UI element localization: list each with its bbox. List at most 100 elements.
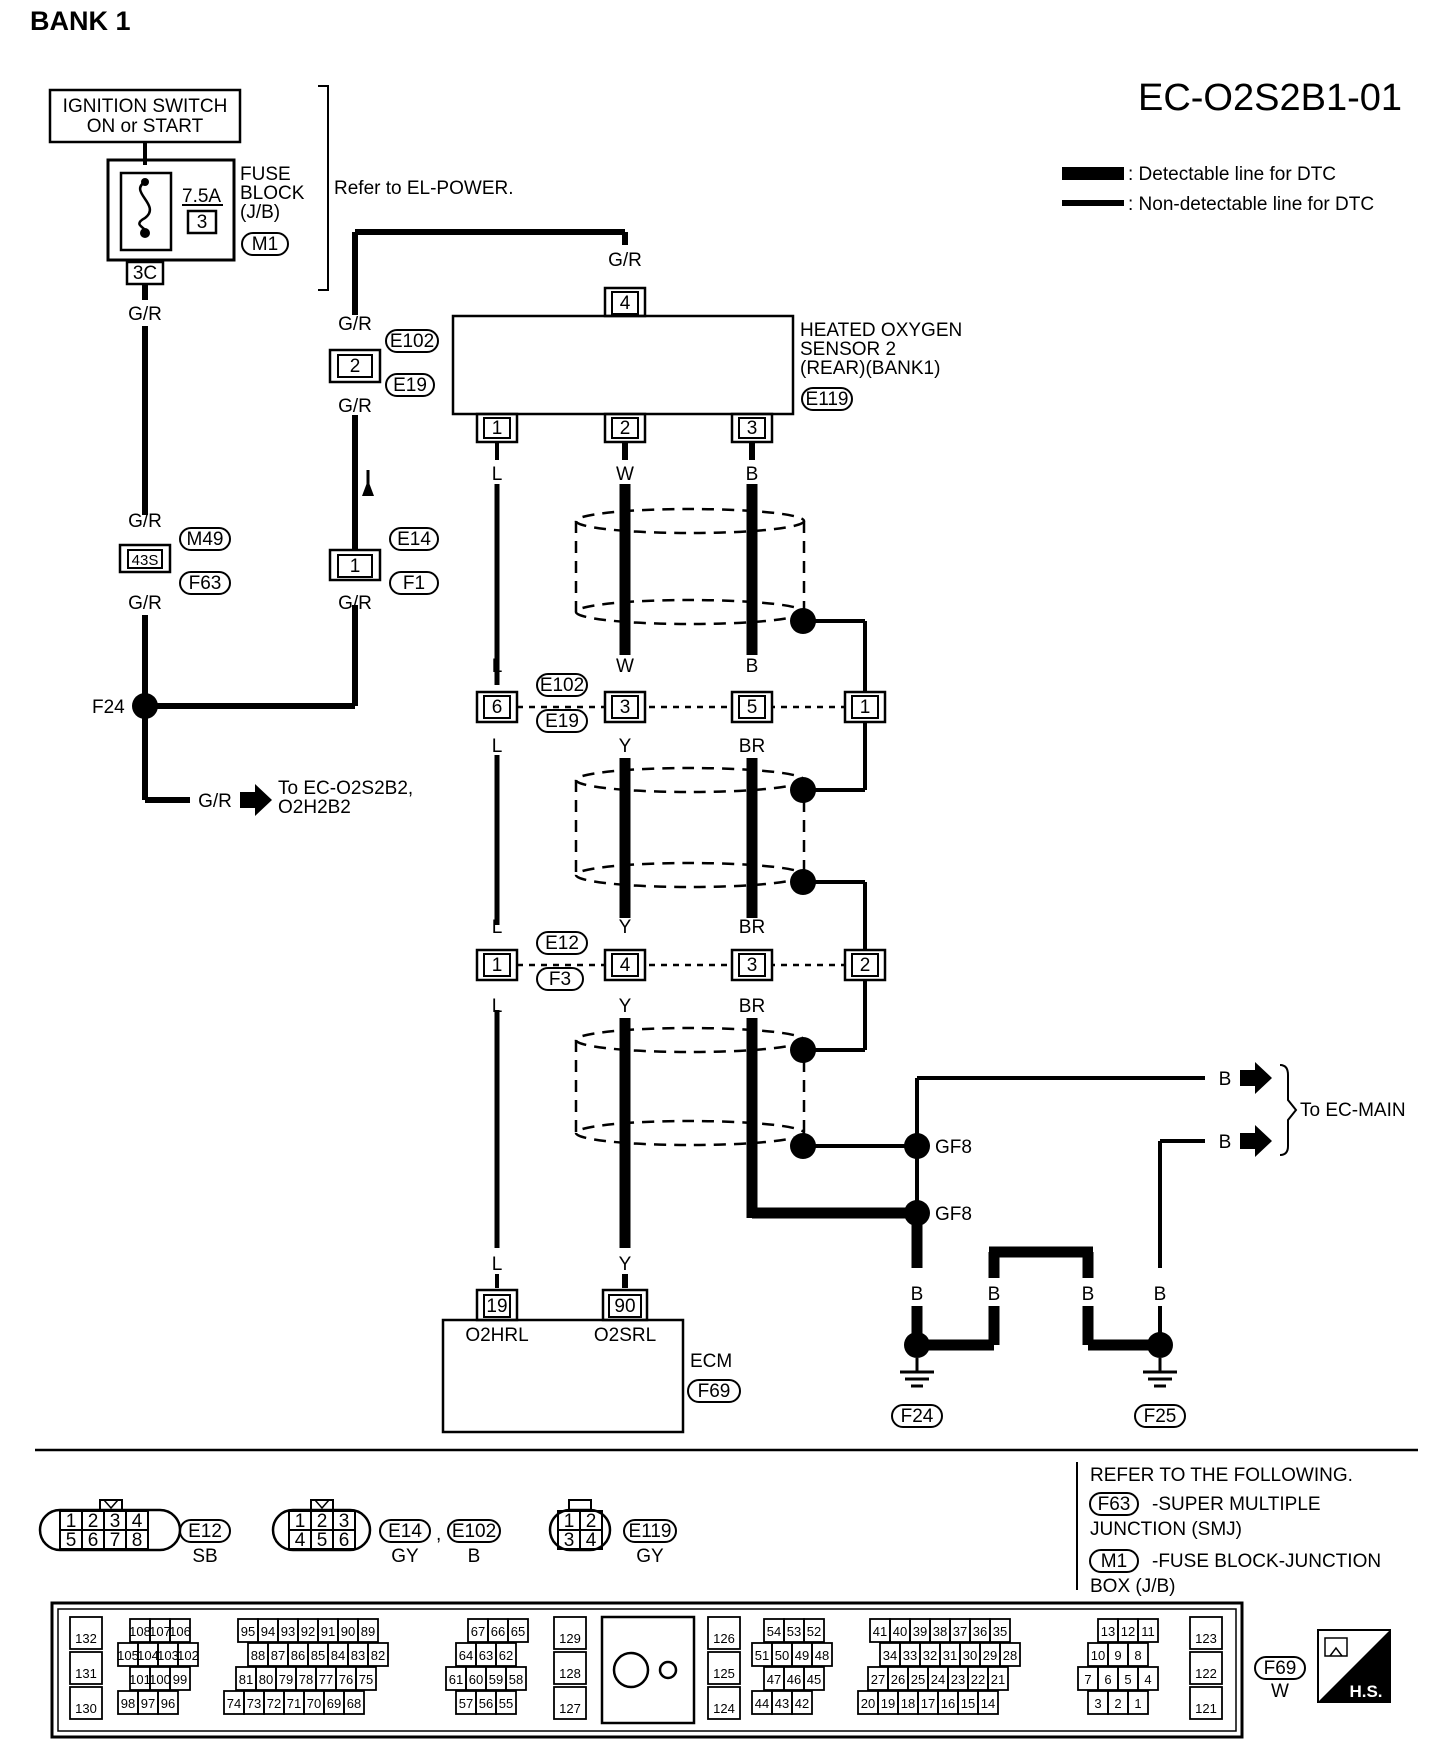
ecm-pin-number: 85: [311, 1648, 325, 1663]
ecm-pin-number: 30: [963, 1648, 977, 1663]
ecm-pin-number: 93: [281, 1624, 295, 1639]
wire-label: BR: [739, 917, 765, 938]
connector-color: GY: [391, 1546, 419, 1567]
sensor-name-1: HEATED OXYGEN: [800, 320, 962, 341]
connector-color: GY: [636, 1546, 664, 1567]
ecm-pin-number: 64: [459, 1648, 473, 1663]
ecm-pin-number: 7: [1084, 1672, 1091, 1687]
ecm-pin-cell: [157, 1690, 179, 1715]
ecm-pin-cell: [553, 1686, 587, 1720]
pin: 6: [88, 1530, 99, 1551]
ecm-connector: F69: [698, 1381, 731, 1402]
connector-e102-b: E102: [540, 675, 584, 696]
wire-label: B: [746, 656, 759, 677]
ecm-pin-cell: [355, 1666, 377, 1691]
pin: 5: [66, 1530, 77, 1551]
ecm-face-color: W: [1271, 1681, 1289, 1702]
ecm-pin-number: 40: [893, 1624, 907, 1639]
ecm-pin-cell: [357, 1618, 379, 1643]
ecm-pin-number: 21: [991, 1672, 1005, 1687]
ecm-pin-number: 79: [279, 1672, 293, 1687]
ecm-pin-number: 86: [291, 1648, 305, 1663]
ecm-pin-number: 67: [471, 1624, 485, 1639]
wire-label: B: [1219, 1132, 1232, 1153]
sensor-pin: 3: [747, 418, 758, 439]
ecm-label: ECM: [690, 1351, 732, 1372]
ecm-pin-cell: [1189, 1651, 1223, 1685]
ecm-pin-cell: [1137, 1666, 1159, 1691]
ecm-pin-number: 78: [299, 1672, 313, 1687]
refer-m1-code: M1: [1101, 1551, 1127, 1572]
ecm-pin-number: 123: [1195, 1631, 1217, 1646]
ecm-pin-number: 91: [321, 1624, 335, 1639]
sensor-pin: 2: [620, 418, 631, 439]
ecm-signal-o2srl: O2SRL: [594, 1325, 656, 1346]
ecm-pin-number: 75: [359, 1672, 373, 1687]
ecm-pin-cell: [343, 1690, 365, 1715]
fuse-number: 3: [197, 212, 208, 233]
wire-label: Y: [619, 917, 632, 938]
connector-pin: 5: [747, 697, 758, 718]
ecm-pin-number: 45: [807, 1672, 821, 1687]
ecm-pin-number: 95: [241, 1624, 255, 1639]
shield-2: [574, 766, 806, 889]
ecm-pin-cell: [1127, 1642, 1149, 1667]
wire-label: B: [1154, 1284, 1167, 1305]
ecm-pin-cell: [1189, 1616, 1223, 1650]
ecm-pin-number: 70: [307, 1696, 321, 1711]
ecm-pin-number: 39: [913, 1624, 927, 1639]
shield-1: [574, 507, 806, 626]
ecm-pin-number: 26: [891, 1672, 905, 1687]
ecm-pin-number: 11: [1141, 1624, 1155, 1639]
pin: 4: [132, 1511, 143, 1532]
pin: 2: [586, 1511, 597, 1532]
ecm-pin-number: 105: [117, 1648, 139, 1663]
fuse-block-connector: M1: [252, 234, 278, 255]
wire-label: L: [492, 736, 503, 757]
ecm-pin-number: 97: [141, 1696, 155, 1711]
ecm-pin-number: 13: [1101, 1624, 1115, 1639]
ecm-pin-number: 77: [319, 1672, 333, 1687]
ecm-pin-cell: [505, 1666, 527, 1691]
connector-pin: 6: [492, 697, 503, 718]
ecm-pin-number: 108: [129, 1624, 151, 1639]
ground-icon: [900, 1358, 934, 1388]
ecm-pin-number: 76: [339, 1672, 353, 1687]
ecm-pin-number: 17: [921, 1696, 935, 1711]
connector-e14-pin: 1: [350, 556, 361, 577]
ecm-pin-number: 94: [261, 1624, 275, 1639]
ecm-pin-number: 131: [75, 1666, 97, 1681]
arrow-icon: [1240, 1062, 1272, 1094]
ignition-label-1: IGNITION SWITCH: [63, 96, 228, 117]
ecm-pin-number: 89: [361, 1624, 375, 1639]
connector-f63: F63: [189, 573, 222, 594]
pin: 3: [110, 1511, 121, 1532]
ecm-pin-cell: [707, 1616, 741, 1650]
to-ec-o2s2b2-1: To EC-O2S2B2,: [278, 778, 413, 799]
ecm-signal-o2hrl: O2HRL: [465, 1325, 528, 1346]
connector-f1: F1: [403, 573, 425, 594]
wire-label: G/R: [198, 791, 232, 812]
ecm-pin-number: 84: [331, 1648, 345, 1663]
ground-f24: F24: [901, 1406, 934, 1427]
fuse-amperage: 7.5A: [182, 186, 221, 207]
connector-e12: E12: [545, 933, 579, 954]
ecm-pin-number: 61: [449, 1672, 463, 1687]
fuse-block: [106, 158, 236, 262]
ecm-pin-number: 38: [933, 1624, 947, 1639]
legend-non-detectable: : Non-detectable line for DTC: [1128, 194, 1374, 215]
ignition-label-2: ON or START: [87, 116, 204, 137]
wire-label: G/R: [338, 314, 372, 335]
ecm-pin-number: 98: [121, 1696, 135, 1711]
ecm-pin-number: 83: [351, 1648, 365, 1663]
ecm-pin-number: 55: [499, 1696, 513, 1711]
ecm-pin-cell: [507, 1618, 529, 1643]
refer-m1-line1: -FUSE BLOCK-JUNCTION: [1152, 1551, 1381, 1572]
ecm-pin-cell: [1137, 1618, 1159, 1643]
wire-label: BR: [739, 736, 765, 757]
ecm-pin-number: 73: [247, 1696, 261, 1711]
fuse-block-label-3: (J/B): [240, 202, 280, 223]
connector-e19-b: E19: [545, 711, 579, 732]
ecm-pin-number: 16: [941, 1696, 955, 1711]
